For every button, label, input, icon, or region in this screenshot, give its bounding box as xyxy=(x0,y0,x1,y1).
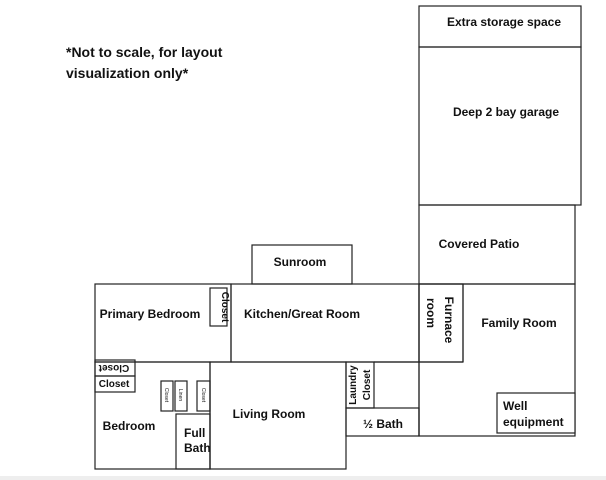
full-bath-label-line-1: Full xyxy=(184,426,205,440)
closet-flipped-label: Closet xyxy=(98,362,129,373)
note-line-2: visualization only* xyxy=(66,65,189,81)
bedroom-label: Bedroom xyxy=(103,419,156,433)
primary-closet xyxy=(209,287,228,327)
primary-bedroom-label: Primary Bedroom xyxy=(100,307,201,321)
laundry-label-line-1: Laundry xyxy=(348,365,359,405)
note-line-1: *Not to scale, for layout xyxy=(66,44,223,60)
small-closet-1-label: Closet xyxy=(163,388,169,403)
full-bath-label-line-2: Bath xyxy=(184,441,211,455)
garage-room xyxy=(418,46,582,206)
primary-closet-label: Closet xyxy=(219,292,230,323)
extra-storage-label: Extra storage space xyxy=(447,15,561,29)
furnace-label-line-2: room xyxy=(424,298,438,328)
small-closet-2-label: Linen xyxy=(177,389,183,401)
kitchen-room xyxy=(230,283,420,363)
small-closet-1 xyxy=(160,380,174,412)
living-room-label: Living Room xyxy=(233,407,306,421)
well-label-line-1: Well xyxy=(503,399,527,413)
small-closet-2 xyxy=(174,380,188,412)
family-room-label: Family Room xyxy=(481,316,556,330)
laundry-label-line-2: Closet xyxy=(362,369,373,400)
covered-patio-label: Covered Patio xyxy=(439,237,520,251)
small-closet-3-label: Closet xyxy=(200,388,206,403)
sunroom-label: Sunroom xyxy=(274,255,327,269)
well-equipment-room xyxy=(496,392,576,434)
well-label-line-2: equipment xyxy=(503,415,564,429)
closet-label: Closet xyxy=(99,379,130,390)
family-room xyxy=(418,283,576,437)
primary-bedroom-room xyxy=(94,283,232,363)
half-bath-label: ½ Bath xyxy=(363,417,403,431)
kitchen-label: Kitchen/Great Room xyxy=(244,307,360,321)
bottom-strip xyxy=(0,476,606,480)
garage-label: Deep 2 bay garage xyxy=(453,105,559,119)
furnace-label-line-1: Furnace xyxy=(442,297,456,344)
